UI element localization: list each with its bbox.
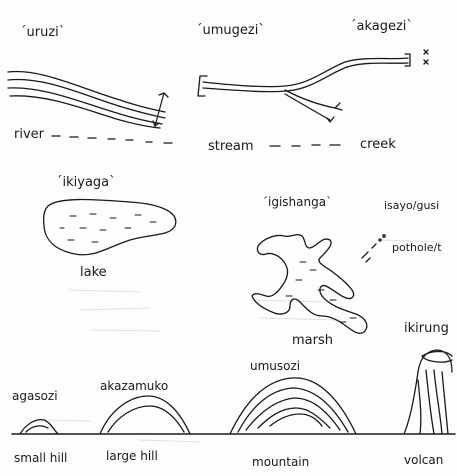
label-umugezi: ´umugezi`	[196, 24, 265, 37]
hills-drawing	[12, 378, 455, 434]
label-isayo: isayo/gusi	[384, 200, 439, 211]
category-dashes	[52, 136, 340, 146]
label-stream: stream	[208, 140, 254, 153]
stream-drawing	[198, 50, 428, 122]
label-creek: creek	[360, 138, 396, 151]
label-volcano: volcan	[404, 454, 443, 466]
label-akagezi: ´akagezi`	[350, 20, 413, 33]
label-marsh: marsh	[292, 334, 333, 347]
label-igishanga: ´igishanga`	[262, 196, 332, 208]
label-ikirunga: ikirung	[404, 322, 449, 335]
label-lake: lake	[80, 266, 107, 279]
label-uruzi: ´uruzi`	[20, 26, 65, 39]
label-akazamuko: akazamuko	[100, 380, 168, 392]
volcano-drawing	[404, 350, 452, 434]
label-pothole: pothole/t	[392, 242, 442, 253]
label-river: river	[14, 128, 44, 141]
label-large-hill: large hill	[106, 450, 158, 462]
river-drawing	[8, 71, 168, 128]
label-small-hill: small hill	[14, 452, 67, 464]
label-agasozi: agasozi	[12, 390, 58, 402]
label-mountain: mountain	[252, 456, 309, 468]
label-umusozi: umusozi	[250, 360, 300, 372]
lake-drawing	[44, 200, 176, 255]
label-ikiyaga: ´ikiyaga`	[56, 176, 116, 189]
